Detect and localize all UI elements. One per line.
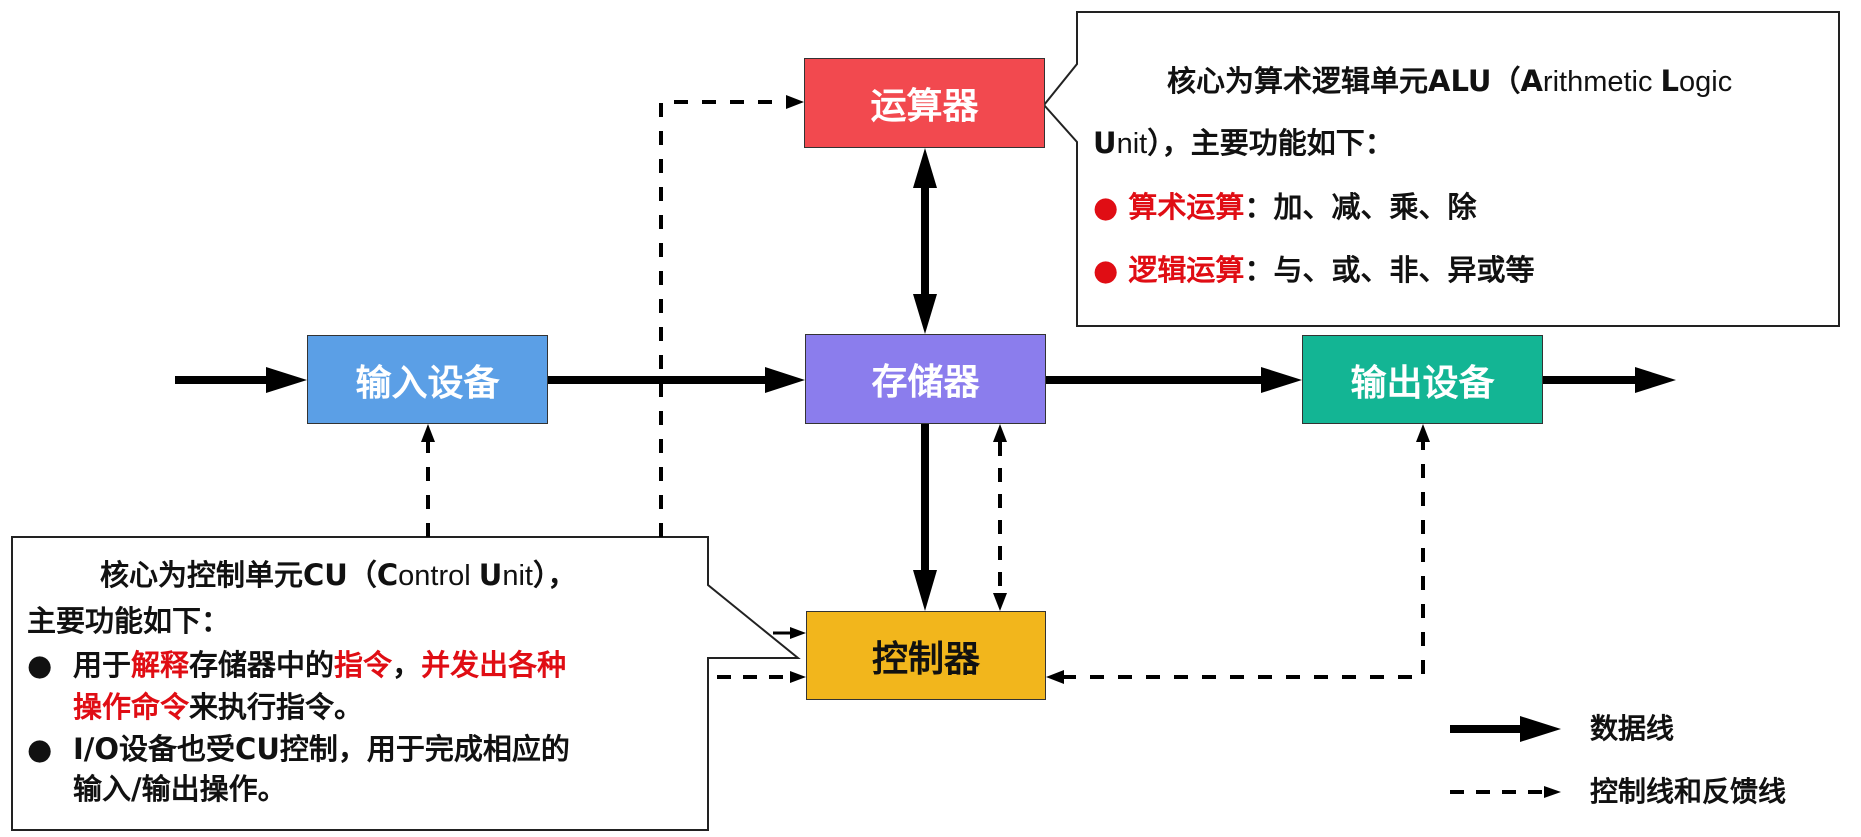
control-line-to-input [421, 424, 435, 537]
cu-en-c: C [376, 558, 399, 592]
alu-en-nit: nit [1116, 128, 1148, 160]
alu-en-b: rithmetic [1542, 66, 1661, 98]
alu-callout-main-functions: ），主要功能如下： [1147, 126, 1394, 160]
bullet-icon: ● [1093, 253, 1119, 287]
cu-text: I/O设备也受CU控制，用于完成相应的 [73, 732, 570, 766]
data-line-memory-to-output [1046, 367, 1302, 393]
alu-callout-item-arithmetic: ● 算术运算：加、减、乘、除 [1093, 193, 1476, 222]
cu-callout-item-2-line-1: ● I/O设备也受CU控制，用于完成相应的 [27, 735, 570, 764]
alu-item-text: ：加、减、乘、除 [1244, 190, 1477, 224]
alu-en-d: ogic [1679, 66, 1733, 98]
alu-callout-item-logic: ● 逻辑运算：与、或、非、异或等 [1093, 256, 1534, 285]
cu-callout-line-2: 主要功能如下： [27, 604, 231, 638]
data-line-alu-memory [913, 148, 937, 334]
alu-box: 运算器 [804, 58, 1045, 148]
legend-control-line-label: 控制线和反馈线 [1590, 775, 1787, 808]
alu-callout-line-1: 核心为算术逻辑单元ALU（Arithmetic Logic [1167, 67, 1732, 97]
data-line-into-input [175, 367, 307, 393]
alu-item-label: 逻辑运算 [1128, 253, 1245, 287]
control-line-to-alu [659, 95, 804, 537]
alu-item-label: 算术运算 [1128, 190, 1245, 224]
memory-box: 存储器 [805, 334, 1046, 424]
legend-control-line-symbol [1450, 786, 1561, 798]
cu-en-ontrol: ontrol [398, 560, 479, 592]
cu-text: ， [392, 648, 422, 682]
bullet-icon: ● [1093, 190, 1119, 224]
alu-callout-line-2: Unit），主要功能如下： [1093, 129, 1394, 159]
bullet-icon: ● [27, 732, 53, 766]
cu-callout-line-1: 核心为控制单元CU（Control Unit）， [100, 561, 576, 591]
alu-callout-border [1042, 11, 1840, 327]
cu-callout-intro: 核心为控制单元CU（ [100, 558, 377, 592]
cu-text: 来执行指令。 [189, 690, 364, 724]
control-line-into-controller [717, 671, 806, 683]
cu-callout-item-1-line-2: 操作命令来执行指令。 [73, 693, 363, 722]
alu-en-a: A [1520, 64, 1543, 98]
alu-callout-intro: 核心为算术逻辑单元ALU（ [1167, 64, 1521, 98]
feedback-line-output-controller [1046, 424, 1430, 684]
control-line-memory-controller [993, 424, 1007, 611]
cu-callout-border [11, 536, 801, 831]
cu-callout-item-2-line-2: 输入/输出操作。 [73, 772, 287, 806]
bullet-icon: ● [27, 648, 53, 682]
cu-en-nit: nit [502, 560, 533, 592]
cu-text: 存储器中的 [189, 648, 335, 682]
controller-box: 控制器 [806, 611, 1046, 700]
data-line-memory-to-controller [913, 424, 937, 611]
cu-text-red: 指令 [334, 648, 393, 682]
data-line-input-to-memory [548, 367, 805, 393]
cu-callout-item-1-line-1: ● 用于解释存储器中的指令，并发出各种 [27, 651, 566, 680]
cu-text-red: 操作命令 [73, 690, 190, 724]
output-device-box: 输出设备 [1302, 335, 1543, 424]
callout-arrow-into-controller [773, 627, 806, 639]
alu-en-c: L [1660, 64, 1680, 98]
alu-item-text: ：与、或、非、异或等 [1244, 253, 1535, 287]
cu-text-red: 解释 [131, 648, 190, 682]
cu-callout-line1-end: ）， [532, 558, 577, 592]
cu-text: 用于 [73, 648, 132, 682]
cu-en-u: U [478, 558, 503, 592]
legend-data-line-label: 数据线 [1590, 712, 1675, 745]
data-line-out-of-output [1543, 367, 1676, 393]
cu-text-red: 并发出各种 [421, 648, 567, 682]
input-device-box: 输入设备 [307, 335, 548, 424]
legend-data-line-symbol [1450, 716, 1561, 742]
alu-en-u: U [1093, 126, 1117, 160]
